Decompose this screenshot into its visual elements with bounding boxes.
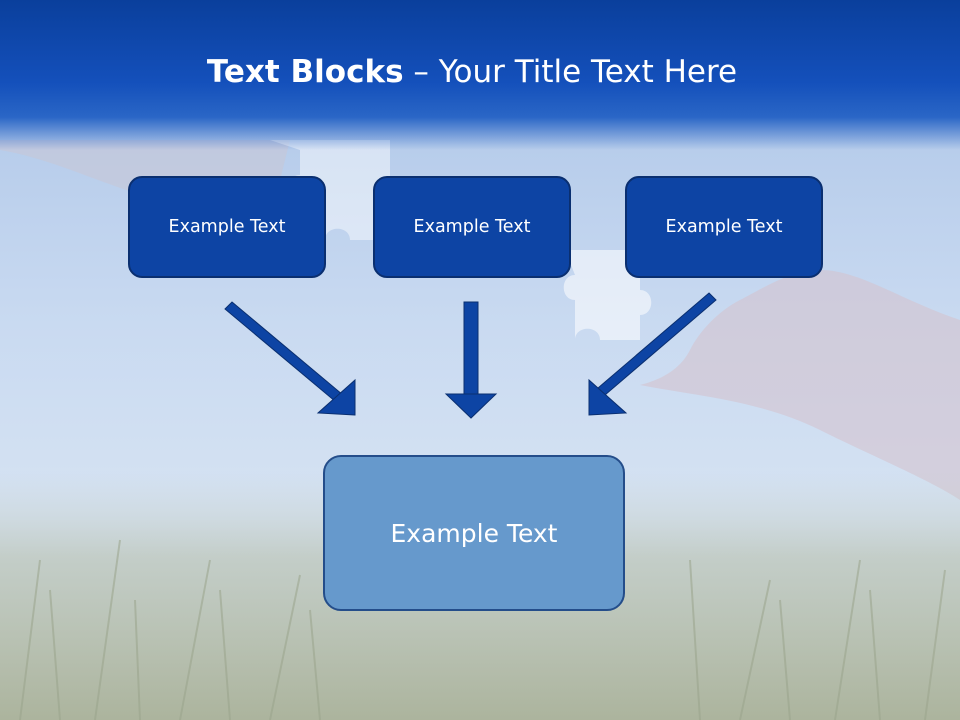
result-block[interactable]: Example Text — [323, 455, 625, 611]
text-block-label: Example Text — [168, 217, 286, 237]
title-bar: Text Blocks – Your Title Text Here — [0, 0, 960, 150]
text-block-2[interactable]: Example Text — [373, 176, 571, 278]
slide-title: Text Blocks – Your Title Text Here — [0, 54, 944, 90]
result-block-label: Example Text — [390, 518, 558, 548]
text-block-label: Example Text — [413, 217, 531, 237]
text-block-3[interactable]: Example Text — [625, 176, 823, 278]
title-bold: Text Blocks — [206, 54, 404, 90]
text-block-label: Example Text — [665, 217, 783, 237]
title-text: Your Title Text Here — [438, 54, 738, 90]
text-block-1[interactable]: Example Text — [128, 176, 326, 278]
title-dash: – — [403, 54, 439, 90]
